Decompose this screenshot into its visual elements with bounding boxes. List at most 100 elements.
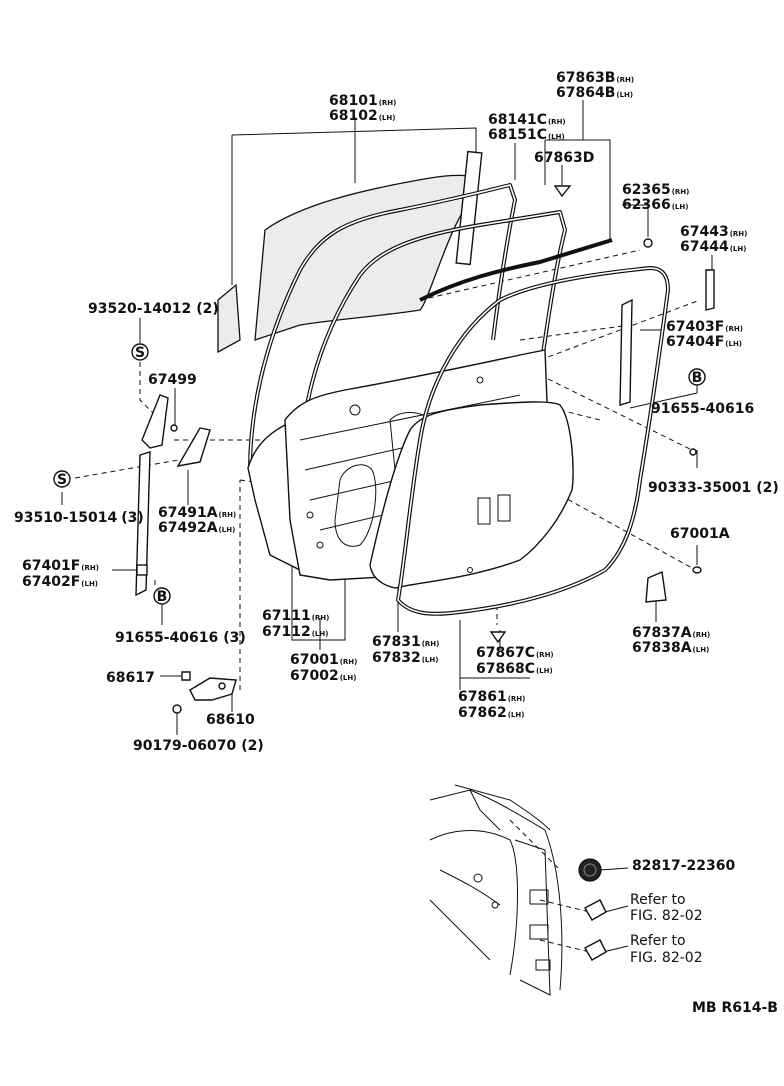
svg-text:68610: 68610 — [206, 712, 255, 728]
marker-b-1: B — [688, 368, 706, 386]
label-67443: 67443(RH) 67444(LH) — [680, 224, 747, 255]
marker-s-2: S — [53, 470, 71, 488]
svg-text:68617: 68617 — [106, 670, 155, 686]
left-parts — [135, 283, 241, 714]
label-67867c: 67867C(RH) 67868C(LH) — [476, 645, 554, 677]
door-assembly — [247, 150, 715, 644]
svg-text:67838A(LH): 67838A(LH) — [632, 640, 709, 656]
svg-text:Refer to: Refer to — [630, 933, 686, 949]
diagram-code: MB R614-B — [692, 1000, 778, 1016]
label-67831: 67831(RH) 67832(LH) — [372, 634, 439, 666]
svg-text:67491A(RH): 67491A(RH) — [158, 505, 236, 521]
label-67491a: 67491A(RH) 67492A(LH) — [158, 505, 236, 536]
label-90179: 90179-06070(2) — [133, 738, 264, 754]
svg-text:Refer to: Refer to — [630, 892, 686, 908]
label-67863d: 67863D — [534, 150, 594, 166]
svg-text:67002(LH): 67002(LH) — [290, 668, 356, 684]
rear-glass-run — [619, 298, 633, 406]
door-hinge — [189, 677, 237, 701]
label-refer-2: Refer to FIG. 82-02 — [630, 933, 703, 966]
door-striker-lower — [584, 939, 607, 961]
svg-text:S: S — [135, 345, 145, 361]
label-67499: 67499 — [148, 372, 197, 388]
marker-s-1: S — [131, 343, 149, 361]
label-67401f: 67401F(RH) 67402F(LH) — [22, 558, 99, 590]
svg-text:67499: 67499 — [148, 372, 197, 388]
svg-text:91655-40616: 91655-40616 — [651, 401, 754, 417]
cover-67837a — [645, 570, 667, 603]
label-68141c: 68141C(RH) 68151C(LH) — [488, 112, 566, 143]
svg-text:68151C(LH): 68151C(LH) — [488, 127, 565, 143]
svg-text:67111(RH): 67111(RH) — [262, 608, 329, 624]
svg-text:68101(RH): 68101(RH) — [329, 93, 396, 109]
svg-text:67443(RH): 67443(RH) — [680, 224, 747, 240]
label-68101: 68101(RH) 68102(LH) — [329, 93, 396, 124]
hinge-pin — [181, 671, 191, 681]
label-93520: 93520-14012(2) — [88, 301, 219, 317]
label-93510: 93510-15014(3) — [14, 510, 144, 526]
svg-text:67861(RH): 67861(RH) — [458, 689, 525, 705]
svg-text:67831(RH): 67831(RH) — [372, 634, 439, 650]
clip-67867c — [489, 631, 507, 644]
label-91655-right: 91655-40616 — [651, 401, 754, 417]
svg-text:B: B — [157, 589, 168, 605]
door-service-hole-cover — [369, 401, 574, 589]
clip-90333 — [689, 448, 697, 456]
label-refer-1: Refer to FIG. 82-02 — [630, 892, 703, 924]
svg-text:67404F(LH): 67404F(LH) — [666, 334, 742, 350]
plug-67001a — [692, 566, 702, 574]
svg-text:67492A(LH): 67492A(LH) — [158, 520, 235, 536]
body-pillar-inset — [429, 784, 607, 996]
svg-text:67444(LH): 67444(LH) — [680, 239, 746, 255]
svg-text:67863D: 67863D — [534, 150, 594, 166]
svg-text:67112(LH): 67112(LH) — [262, 624, 328, 640]
svg-text:90333-35001(2): 90333-35001(2) — [648, 480, 779, 496]
grommet-82817 — [578, 858, 602, 882]
label-67403f: 67403F(RH) 67404F(LH) — [666, 319, 743, 350]
clip-67863d — [553, 185, 572, 198]
svg-text:62366(LH): 62366(LH) — [622, 197, 688, 213]
label-90333: 90333-35001(2) — [648, 480, 779, 496]
seal-strip-67443 — [705, 269, 715, 311]
svg-text:67402F(LH): 67402F(LH) — [22, 574, 98, 590]
leader-lines — [61, 100, 713, 953]
svg-text:93520-14012(2): 93520-14012(2) — [88, 301, 219, 317]
part-labels: 68101(RH) 68102(LH) 68141C(RH) 68151C(LH… — [14, 70, 779, 1016]
svg-text:62365(RH): 62365(RH) — [622, 182, 689, 198]
svg-text:67862(LH): 67862(LH) — [458, 705, 524, 721]
svg-text:67868C(LH): 67868C(LH) — [476, 661, 553, 677]
door-striker-upper — [584, 899, 607, 921]
label-67111: 67111(RH) 67112(LH) — [262, 608, 329, 640]
corner-trim — [176, 427, 211, 467]
svg-text:67401F(RH): 67401F(RH) — [22, 558, 99, 574]
svg-text:FIG. 82-02: FIG. 82-02 — [630, 908, 703, 924]
label-67837a: 67837A(RH) 67838A(LH) — [632, 625, 710, 656]
label-68617: 68617 — [106, 670, 155, 686]
label-68610: 68610 — [206, 712, 255, 728]
label-82817: 82817-22360 — [632, 858, 735, 874]
grommet-62365 — [643, 238, 653, 248]
svg-text:67832(LH): 67832(LH) — [372, 650, 438, 666]
svg-text:67864B(LH): 67864B(LH) — [556, 85, 633, 101]
marker-b-2: B — [153, 587, 171, 605]
svg-text:67001A: 67001A — [670, 526, 730, 542]
label-67861: 67861(RH) 67862(LH) — [458, 689, 525, 721]
svg-text:68141C(RH): 68141C(RH) — [488, 112, 566, 128]
svg-text:93510-15014(3): 93510-15014(3) — [14, 510, 144, 526]
division-bar-bracket — [141, 394, 169, 449]
svg-text:S: S — [57, 472, 67, 488]
belt-molding — [419, 238, 613, 302]
glass-run-channel — [455, 150, 483, 266]
svg-text:67867C(RH): 67867C(RH) — [476, 645, 554, 661]
svg-text:90179-06070(2): 90179-06070(2) — [133, 738, 264, 754]
label-91655-left: 91655-40616(3) — [115, 630, 246, 646]
svg-text:B: B — [692, 370, 703, 386]
svg-text:67403F(RH): 67403F(RH) — [666, 319, 743, 335]
division-bar — [135, 451, 151, 597]
svg-text:91655-40616(3): 91655-40616(3) — [115, 630, 246, 646]
quarter-glass-piece — [217, 283, 241, 354]
label-67863b: 67863B(RH) 67864B(LH) — [556, 70, 634, 101]
svg-text:82817-22360: 82817-22360 — [632, 858, 735, 874]
svg-text:FIG. 82-02: FIG. 82-02 — [630, 950, 703, 966]
svg-text:67863B(RH): 67863B(RH) — [556, 70, 634, 86]
